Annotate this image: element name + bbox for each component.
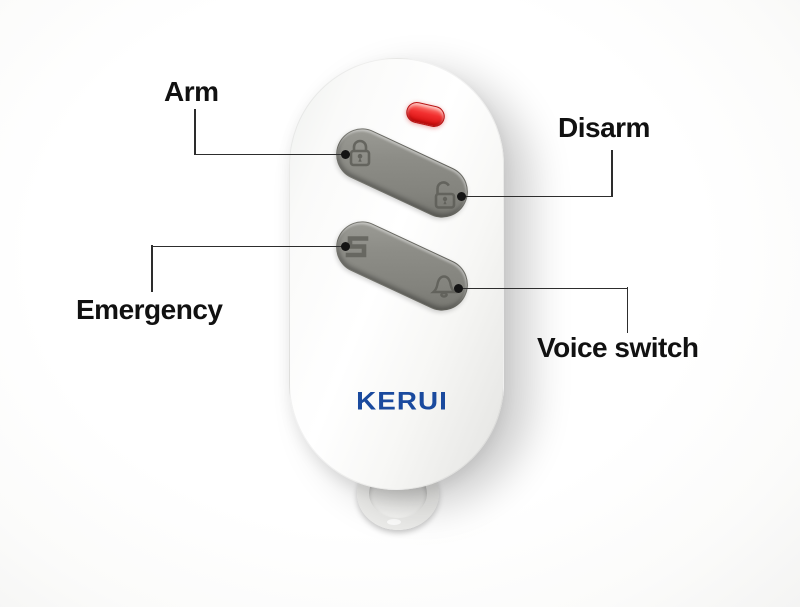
sos-icon [339, 228, 375, 264]
callout-dot-arm [341, 150, 350, 159]
lock-closed-icon [342, 135, 378, 171]
callout-line-emergency-vertical [151, 245, 153, 292]
callout-label-disarm: Disarm [558, 112, 650, 143]
callout-line-disarm-horizontal [461, 195, 612, 197]
brand-logo: KERUI [356, 387, 448, 415]
callout-line-voice-horizontal [458, 287, 628, 289]
callout-label-emergency: Emergency [76, 294, 223, 325]
callout-line-disarm-vertical [611, 150, 613, 197]
callout-line-arm-vertical [194, 109, 196, 155]
callout-dot-emergency [341, 242, 350, 251]
callout-label-arm: Arm [164, 76, 219, 107]
callout-label-voice-switch: Voice switch [537, 332, 699, 363]
callout-dot-disarm [457, 192, 466, 201]
callout-dot-voice [454, 284, 463, 293]
callout-line-arm-horizontal [194, 153, 346, 155]
keyring-highlight [387, 519, 401, 525]
callout-line-emergency-horizontal [151, 245, 346, 247]
bell-icon [426, 268, 462, 304]
callout-line-voice-vertical [626, 287, 628, 333]
lock-open-icon [426, 177, 462, 213]
